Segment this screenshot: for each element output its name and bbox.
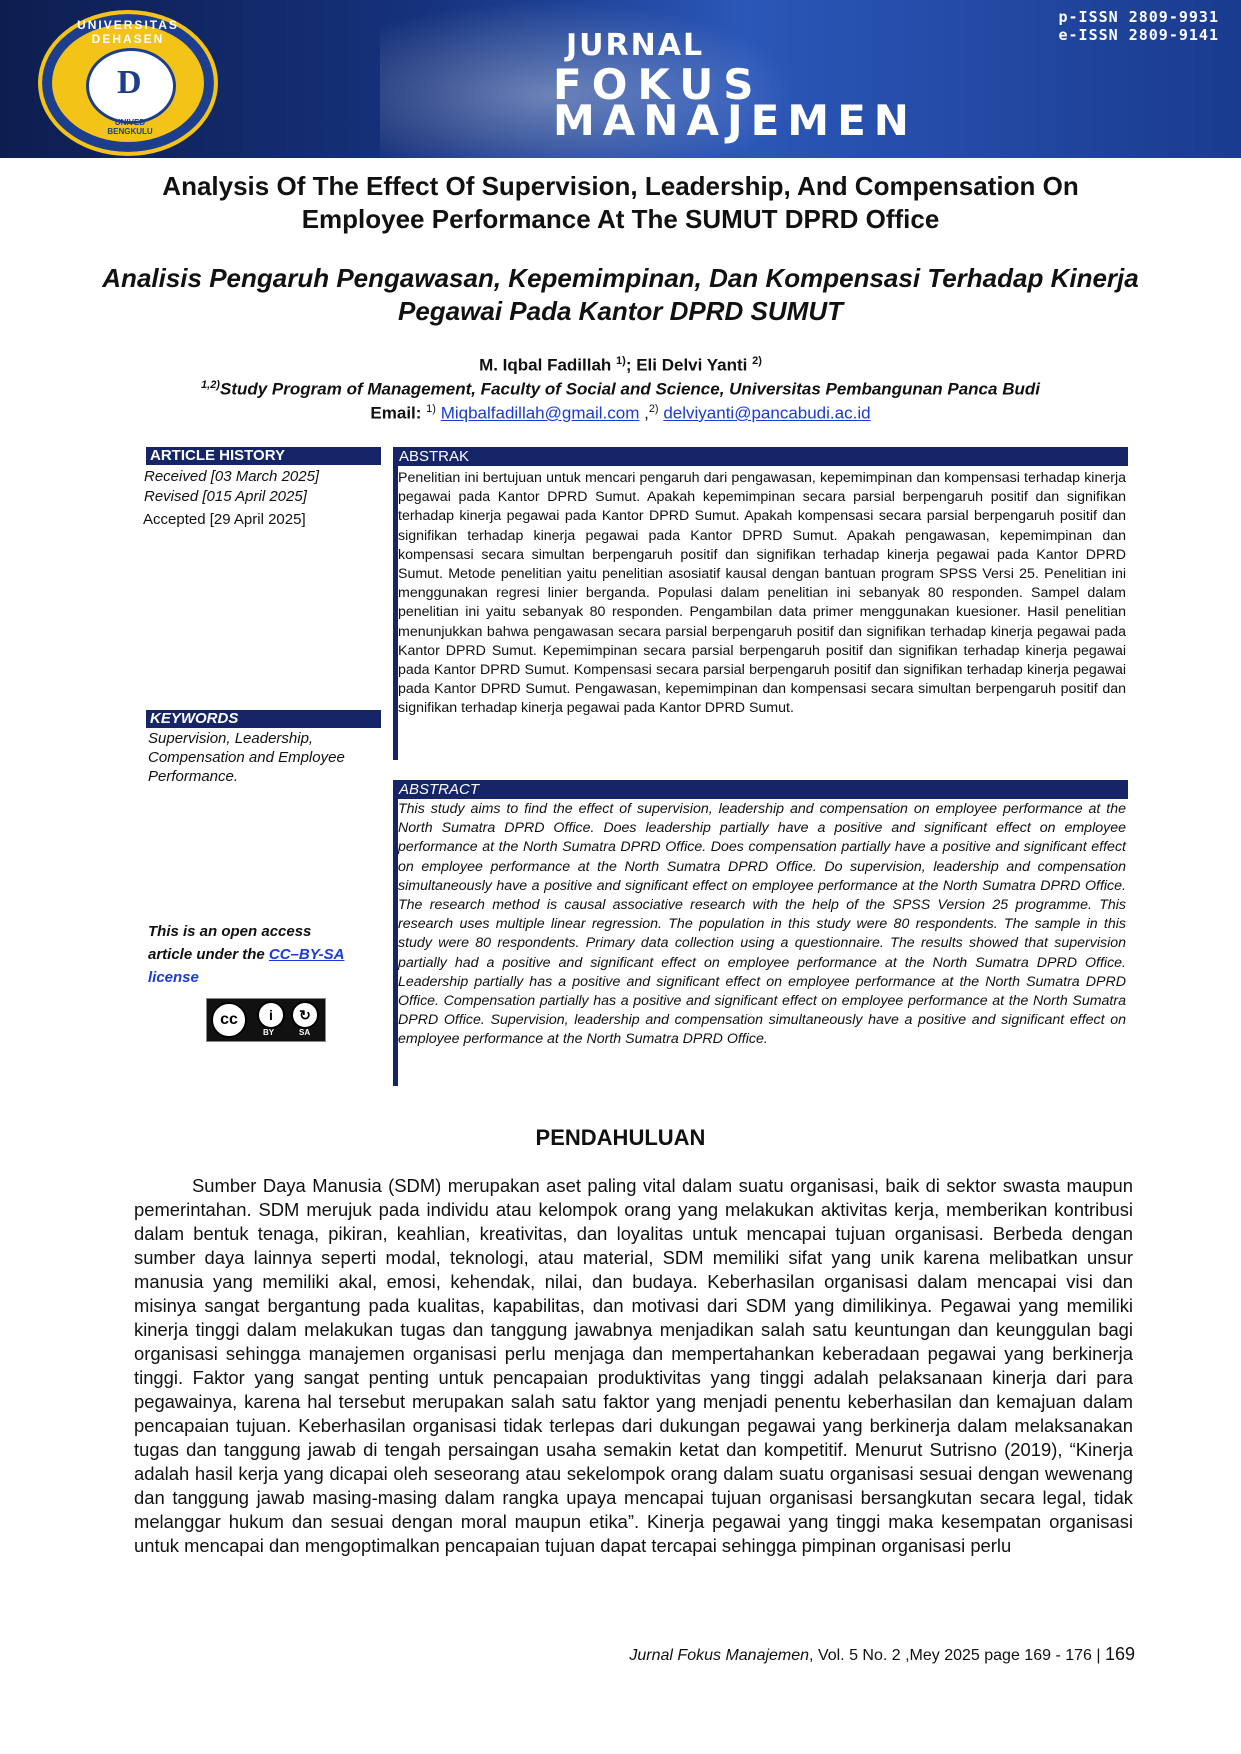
journal-word-fokus: FOKUS xyxy=(553,60,764,109)
email-sup-2: 2) xyxy=(648,403,659,415)
article-history-heading: ARTICLE HISTORY xyxy=(146,447,381,465)
author-2: Eli Delvi Yanti xyxy=(636,355,748,375)
section-title: PENDAHULUAN xyxy=(535,1125,706,1150)
email-sup-1: 1) xyxy=(426,403,436,415)
title-indonesian: Analisis Pengaruh Pengawasan, Kepemimpin… xyxy=(102,263,1139,326)
page-footer: Jurnal Fokus Manajemen, Vol. 5 No. 2 ,Me… xyxy=(629,1644,1135,1665)
footer-journal: Jurnal Fokus Manajemen xyxy=(629,1647,810,1664)
footer-info: , Vol. 5 No. 2 ,Mey 2025 page 169 - 176 … xyxy=(809,1647,1105,1664)
abstract-heading: ABSTRACT xyxy=(393,780,1128,799)
affiliation-text: Study Program of Management, Faculty of … xyxy=(219,379,1040,399)
journal-word-jurnal: JURNAL xyxy=(566,28,705,63)
open-access-line-2: article under the CC–BY-SA xyxy=(148,943,368,966)
received-date: Received [03 March 2025] xyxy=(144,468,320,485)
authors: M. Iqbal Fadillah 1); Eli Delvi Yanti 2) xyxy=(0,355,1241,376)
abstrak-bar xyxy=(393,447,398,760)
license-link[interactable]: CC–BY-SA xyxy=(268,946,345,963)
logo-inner-text: UNIVED BENGKULU xyxy=(107,118,153,136)
abstrak-heading: ABSTRAK xyxy=(393,447,1128,466)
author-2-sup: 2) xyxy=(752,355,762,367)
keywords-heading: KEYWORDS xyxy=(146,710,381,728)
e-issn: e-ISSN 2809-9141 xyxy=(1058,26,1219,44)
email-label: Email: xyxy=(370,403,427,423)
affiliation-sup: 1,2) xyxy=(201,379,220,391)
license-word[interactable]: license xyxy=(148,969,199,986)
affiliation: 1,2)Study Program of Management, Faculty… xyxy=(0,379,1241,400)
page-number: 169 xyxy=(1104,1644,1135,1664)
abstract-bar xyxy=(393,780,398,1086)
cc-by-sa-badge[interactable]: cc i ↻ BY SA xyxy=(206,998,326,1042)
badge-sa-label: SA xyxy=(299,1028,311,1037)
logo-letter: D xyxy=(117,64,142,101)
share-alike-icon: ↻ xyxy=(291,1001,319,1029)
open-access-note: This is an open access article under the… xyxy=(148,920,368,989)
author-1: M. Iqbal Fadillah xyxy=(479,355,612,375)
author-separator: ; xyxy=(625,355,637,375)
badge-by-label: BY xyxy=(263,1028,275,1037)
body-paragraph: Sumber Daya Manusia (SDM) merupakan aset… xyxy=(134,1175,1133,1556)
email-link-2[interactable]: delviyanti@pancabudi.ac.id xyxy=(663,403,871,423)
banner-graphic xyxy=(380,0,800,158)
open-access-line-1: This is an open access xyxy=(148,923,312,940)
cc-icon: cc xyxy=(211,1002,247,1038)
keywords-text: Supervision, Leadership, Compensation an… xyxy=(148,730,345,785)
email-link-1[interactable]: Miqbalfadillah@gmail.com xyxy=(440,403,640,423)
open-access-text: article under the xyxy=(148,946,269,963)
p-issn: p-ISSN 2809-9931 xyxy=(1058,8,1219,26)
journal-word-manajemen: MANAJEMEN xyxy=(553,96,917,145)
accepted-date: Accepted [29 April 2025] xyxy=(143,511,306,528)
email-line: Email: 1) Miqbalfadillah@gmail.com ,2) d… xyxy=(0,403,1241,424)
attribution-icon: i xyxy=(257,1001,285,1029)
author-1-sup: 1) xyxy=(616,355,626,367)
journal-banner: UNIVERSITAS DEHASEN D UNIVED BENGKULU JU… xyxy=(0,0,1241,158)
title-english: Analysis Of The Effect Of Supervision, L… xyxy=(162,171,1079,234)
university-logo: UNIVERSITAS DEHASEN D UNIVED BENGKULU xyxy=(38,10,218,156)
logo-emblem xyxy=(86,48,176,124)
revised-date: Revised [015 April 2025] xyxy=(144,488,307,505)
abstract-text: This study aims to find the effect of su… xyxy=(398,801,1126,1048)
logo-ring-text: UNIVERSITAS DEHASEN xyxy=(77,18,179,46)
email-separator: , xyxy=(639,403,649,423)
abstrak-text: Penelitian ini bertujuan untuk mencari p… xyxy=(398,470,1126,717)
